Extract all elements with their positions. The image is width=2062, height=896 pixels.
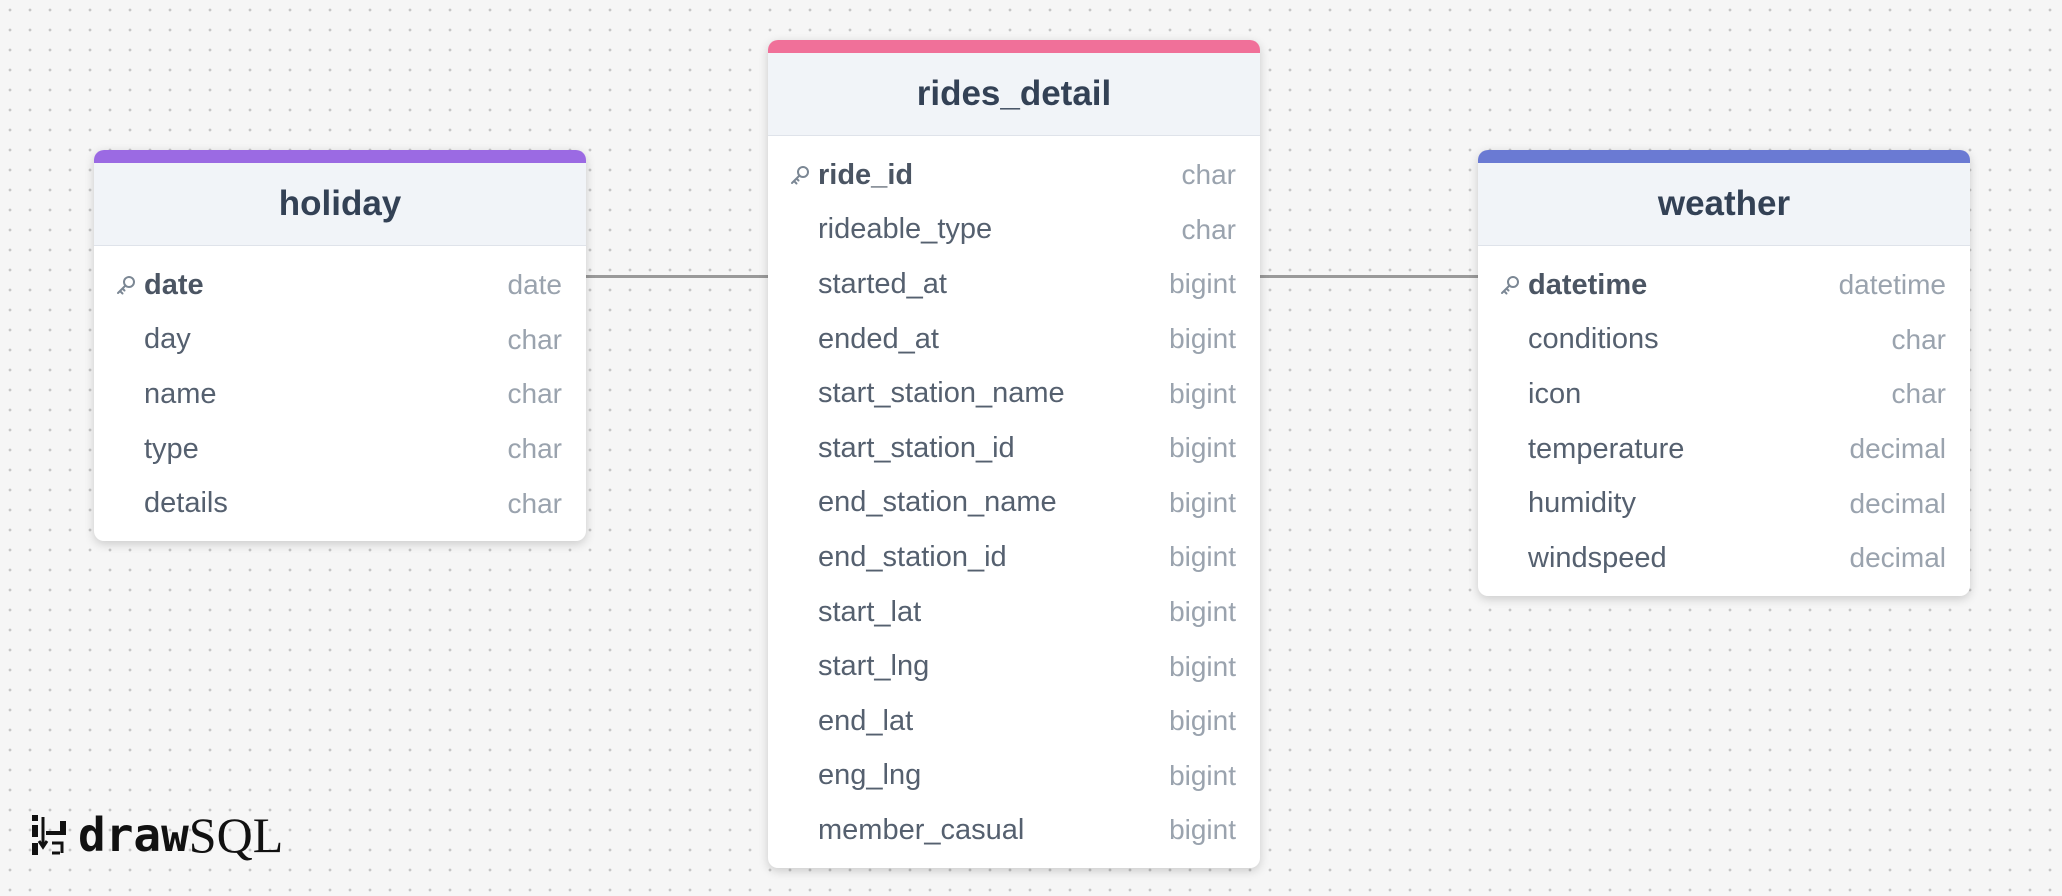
- column-type: bigint: [1169, 814, 1236, 846]
- primary-key-icon: [1498, 273, 1528, 297]
- column-name: type: [144, 432, 199, 465]
- table-header[interactable]: weather: [1478, 163, 1970, 246]
- column-type: decimal: [1849, 542, 1946, 574]
- column-name: started_at: [818, 267, 947, 300]
- column-row[interactable]: member_casual bigint: [768, 803, 1260, 858]
- column-row[interactable]: started_at bigint: [768, 257, 1260, 312]
- column-name: windspeed: [1528, 541, 1667, 574]
- column-name: icon: [1528, 377, 1582, 410]
- column-type: char: [507, 323, 562, 355]
- column-row[interactable]: start_station_id bigint: [768, 421, 1260, 476]
- column-name: end_station_name: [818, 486, 1057, 519]
- column-name: start_lat: [818, 595, 922, 628]
- column-row[interactable]: ride_id char: [768, 148, 1260, 203]
- column-name: name: [144, 377, 217, 410]
- primary-key-icon: [788, 163, 818, 187]
- column-row[interactable]: day char: [94, 313, 586, 368]
- column-name: temperature: [1528, 432, 1685, 465]
- relation-rides-detail-weather: [1260, 275, 1480, 278]
- table-accent-bar: [1478, 150, 1970, 163]
- column-type: bigint: [1169, 432, 1236, 464]
- column-row[interactable]: details char: [94, 476, 586, 531]
- column-type: bigint: [1169, 541, 1236, 573]
- table-title: weather: [1657, 184, 1791, 223]
- relation-holiday-rides-detail: [586, 275, 770, 278]
- column-type: date: [507, 269, 563, 301]
- column-type: char: [1181, 159, 1236, 191]
- column-list: date date day char name char type char details ch…: [94, 246, 586, 541]
- column-row[interactable]: start_lng bigint: [768, 639, 1260, 694]
- column-name: ended_at: [818, 322, 939, 355]
- column-row[interactable]: ended_at bigint: [768, 312, 1260, 367]
- column-name: start_station_id: [818, 431, 1015, 464]
- column-type: char: [507, 378, 562, 410]
- column-name: end_station_id: [818, 540, 1007, 573]
- column-name: details: [144, 487, 228, 520]
- column-row[interactable]: windspeed decimal: [1478, 531, 1970, 586]
- column-list: datetime datetime conditions char icon char te…: [1478, 246, 1970, 596]
- column-type: char: [507, 487, 562, 519]
- column-row[interactable]: type char: [94, 422, 586, 477]
- column-type: char: [1891, 378, 1946, 410]
- table-accent-bar: [768, 40, 1260, 53]
- column-name: start_lng: [818, 650, 930, 683]
- column-name: conditions: [1528, 323, 1659, 356]
- column-name: member_casual: [818, 813, 1025, 846]
- logo-text-draw: draw: [78, 808, 189, 862]
- column-row[interactable]: temperature decimal: [1478, 422, 1970, 477]
- drawsql-logo-icon: [32, 815, 66, 855]
- column-name: date: [144, 268, 204, 301]
- column-row[interactable]: start_station_name bigint: [768, 366, 1260, 421]
- column-row[interactable]: end_station_name bigint: [768, 476, 1260, 531]
- column-type: bigint: [1169, 377, 1236, 409]
- column-type: char: [1181, 213, 1236, 245]
- column-row[interactable]: icon char: [1478, 367, 1970, 422]
- column-row[interactable]: datetime datetime: [1478, 258, 1970, 313]
- column-row[interactable]: humidity decimal: [1478, 476, 1970, 531]
- column-type: bigint: [1169, 486, 1236, 518]
- column-type: bigint: [1169, 705, 1236, 737]
- column-row[interactable]: conditions char: [1478, 313, 1970, 368]
- column-name: eng_lng: [818, 759, 922, 792]
- column-name: end_lat: [818, 704, 914, 737]
- column-type: bigint: [1169, 650, 1236, 682]
- column-row[interactable]: end_lat bigint: [768, 694, 1260, 749]
- column-name: start_station_name: [818, 377, 1065, 410]
- table-header[interactable]: rides_detail: [768, 53, 1260, 136]
- logo-text-sql: SQL: [188, 807, 284, 863]
- column-type: decimal: [1849, 433, 1946, 465]
- column-type: bigint: [1169, 596, 1236, 628]
- column-name: ride_id: [818, 158, 914, 191]
- column-row[interactable]: eng_lng bigint: [768, 749, 1260, 804]
- column-type: bigint: [1169, 268, 1236, 300]
- column-type: datetime: [1838, 269, 1946, 301]
- column-type: char: [1891, 323, 1946, 355]
- column-name: rideable_type: [818, 213, 993, 246]
- table-title: holiday: [278, 184, 402, 223]
- column-row[interactable]: rideable_type char: [768, 203, 1260, 258]
- column-row[interactable]: end_station_id bigint: [768, 530, 1260, 585]
- column-row[interactable]: start_lat bigint: [768, 585, 1260, 640]
- primary-key-icon: [114, 273, 144, 297]
- drawsql-logo[interactable]: draw SQL: [30, 806, 283, 864]
- column-row[interactable]: name char: [94, 367, 586, 422]
- column-name: humidity: [1528, 487, 1636, 520]
- column-type: decimal: [1849, 487, 1946, 519]
- column-name: datetime: [1528, 268, 1648, 301]
- column-type: bigint: [1169, 323, 1236, 355]
- column-type: bigint: [1169, 759, 1236, 791]
- column-row[interactable]: date date: [94, 258, 586, 313]
- column-name: day: [144, 323, 191, 356]
- table-accent-bar: [94, 150, 586, 163]
- table-title: rides_detail: [916, 74, 1112, 113]
- table-header[interactable]: holiday: [94, 163, 586, 246]
- column-type: char: [507, 433, 562, 465]
